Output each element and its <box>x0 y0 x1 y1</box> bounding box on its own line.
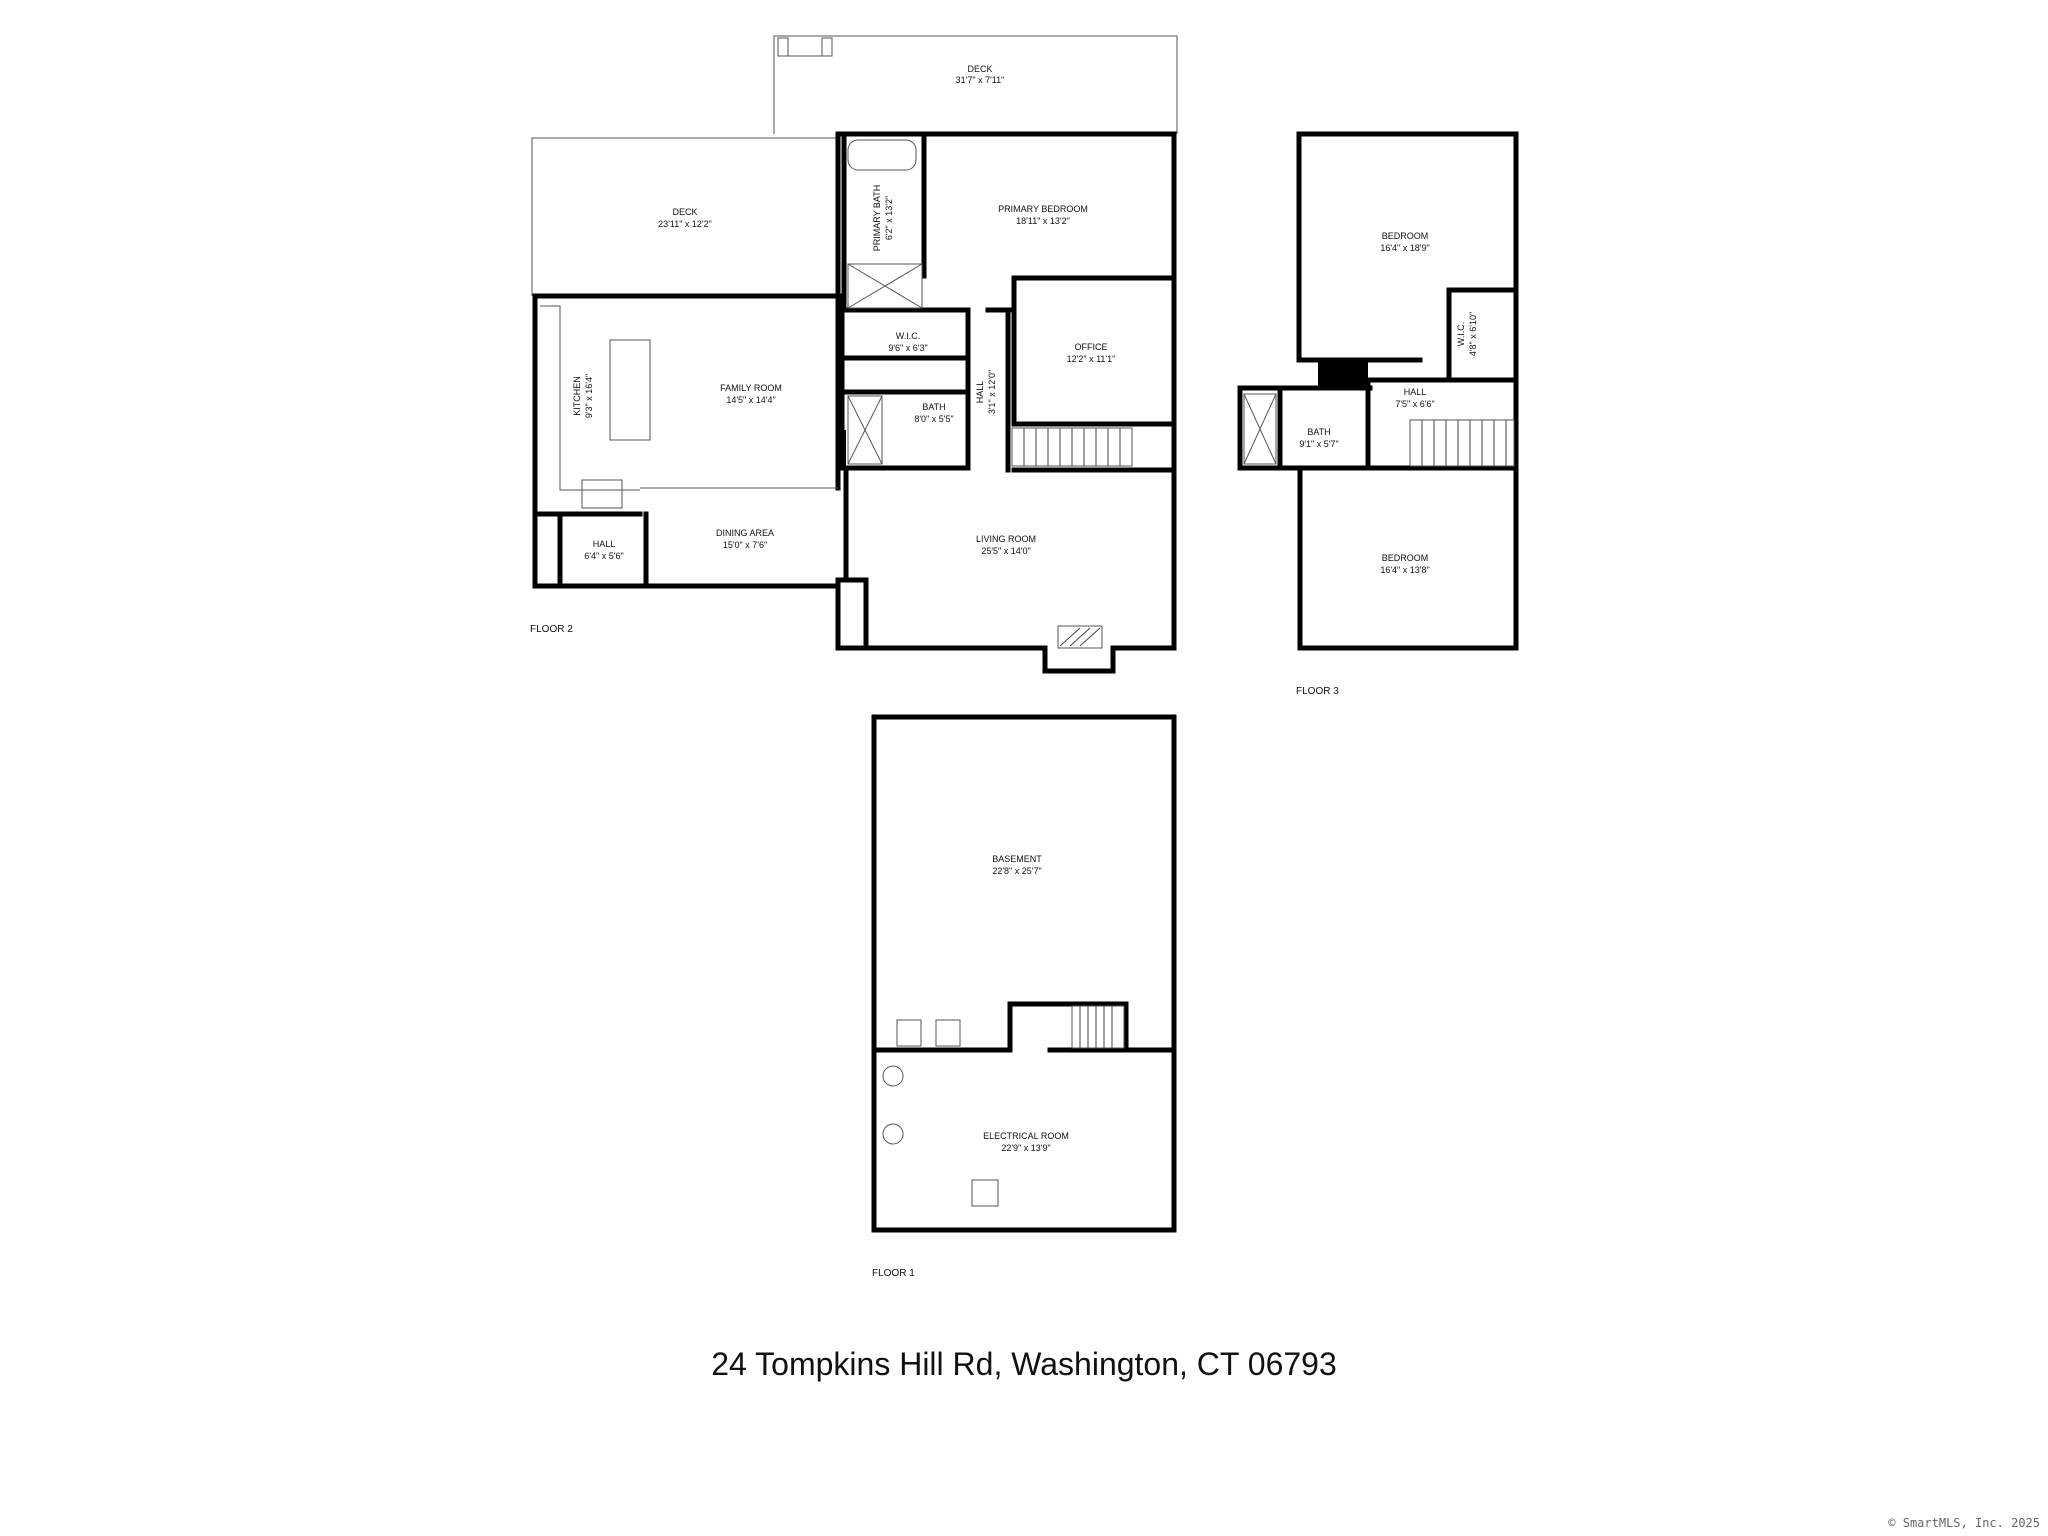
fireplace-hearth <box>1057 625 1103 649</box>
room-size: 22'8" x 25'7" <box>992 866 1041 876</box>
room-name: HALL <box>593 539 616 549</box>
room-size: 4'8" x 6'10" <box>1468 312 1478 356</box>
panel-symbol <box>882 1123 904 1145</box>
utility-unit <box>935 1019 961 1047</box>
stair-treads <box>1421 420 1507 466</box>
stairs <box>1071 1005 1125 1049</box>
room-size: 23'11" x 12'2" <box>658 219 712 229</box>
bath-shower <box>847 395 883 465</box>
room-name: ELECTRICAL ROOM <box>983 1131 1069 1141</box>
room-labels: DECK 31'7" x 7'11" DECK 23'11" x 12'2" P… <box>530 64 1478 1279</box>
room-size: 12'2" x 11'1" <box>1067 354 1116 364</box>
deck-top-outline <box>773 35 1178 134</box>
room-size: 16'4" x 13'8" <box>1380 565 1429 575</box>
room-name: HALL <box>975 381 985 404</box>
room-name: BATH <box>922 402 945 412</box>
room-size: 15'0" x 7'6" <box>723 540 767 550</box>
room-size: 9'1" x 5'7" <box>1299 439 1338 449</box>
room-size: 9'3" x 16'4" <box>584 374 594 418</box>
floor-2-plan <box>531 35 1178 674</box>
copyright-notice: © SmartMLS, Inc. 2025 <box>1888 1516 2040 1530</box>
room-size: 9'6" x 6'3" <box>888 343 927 353</box>
room-name: KITCHEN <box>572 376 582 416</box>
stairs <box>1409 419 1515 467</box>
room-name: PRIMARY BEDROOM <box>998 204 1088 214</box>
floor-3-plan <box>1237 131 1519 651</box>
bathtub <box>847 139 917 171</box>
room-name: BEDROOM <box>1382 553 1429 563</box>
room-size: 7'5" x 6'6" <box>1395 399 1434 409</box>
room-name: BATH <box>1307 427 1330 437</box>
floor-label: FLOOR 3 <box>1296 686 1339 697</box>
room-size: 3'1" x 12'0" <box>987 370 997 414</box>
room-size: 16'4" x 18'9" <box>1380 243 1429 253</box>
stair-treads <box>1079 1006 1113 1048</box>
room-size: 22'9" x 13'9" <box>1001 1143 1050 1153</box>
room-name: BASEMENT <box>992 854 1042 864</box>
deck-step <box>821 37 833 57</box>
panel-symbol <box>882 1065 904 1087</box>
range <box>581 479 623 509</box>
room-size: 6'4" x 5'6" <box>584 551 623 561</box>
room-name: W.I.C. <box>896 331 921 341</box>
floor-label: FLOOR 1 <box>872 1268 915 1279</box>
stair-treads <box>1023 428 1121 466</box>
room-name: PRIMARY BATH <box>872 185 882 252</box>
room-size: 25'5" x 14'0" <box>981 546 1030 556</box>
utility-unit <box>896 1019 922 1047</box>
room-name: LIVING ROOM <box>976 534 1036 544</box>
room-size: 6'2" x 13'2" <box>884 196 894 240</box>
floor-1-plan <box>871 714 1177 1233</box>
room-size: 8'0" x 5'5" <box>914 414 953 424</box>
room-name: W.I.C. <box>1456 322 1466 347</box>
room-name: DINING AREA <box>716 528 774 538</box>
property-address: 24 Tompkins Hill Rd, Washington, CT 0679… <box>711 1346 1337 1382</box>
bath-shower <box>1243 393 1277 465</box>
room-name: OFFICE <box>1075 342 1108 352</box>
deck-step <box>777 37 789 57</box>
floor-label: FLOOR 2 <box>530 624 573 635</box>
room-size: 31'7" x 7'11" <box>956 75 1005 85</box>
room-name: HALL <box>1404 387 1427 397</box>
room-name: DECK <box>967 64 992 74</box>
room-size: 14'5" x 14'4" <box>726 395 775 405</box>
room-size: 18'11" x 13'2" <box>1016 216 1070 226</box>
room-name: FAMILY ROOM <box>720 383 782 393</box>
kitchen-island <box>609 339 651 441</box>
shower <box>847 263 923 309</box>
deck-left-outline <box>531 137 838 296</box>
room-name: BEDROOM <box>1382 231 1429 241</box>
utility-box <box>971 1179 999 1207</box>
room-name: DECK <box>672 207 697 217</box>
